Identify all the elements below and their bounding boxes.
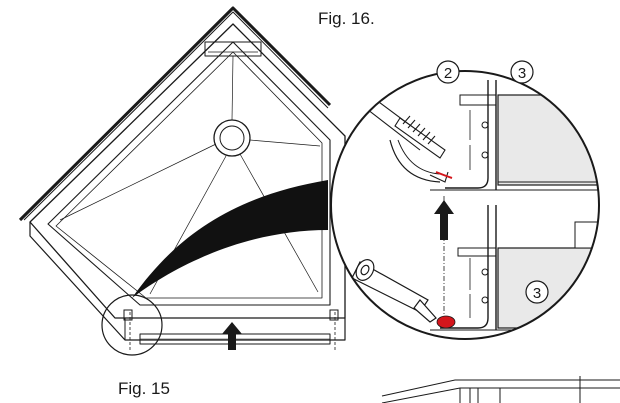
fig15-caption: Fig. 15 — [118, 379, 170, 398]
callout-2: 2 — [436, 60, 460, 84]
callout-3-top: 3 — [510, 60, 534, 84]
arrow-up-icon — [222, 322, 242, 350]
callout-3-bottom: 3 — [525, 280, 549, 304]
shower-tray — [18, 6, 346, 350]
detail-circle-large — [330, 70, 600, 340]
svg-text:3: 3 — [533, 285, 541, 302]
svg-text:3: 3 — [518, 65, 526, 82]
detail-view — [331, 71, 599, 339]
detail-circle-small — [101, 294, 163, 356]
partial-profile-drawing — [381, 376, 620, 403]
svg-text:2: 2 — [444, 65, 452, 82]
fig16-caption: Fig. 16. — [318, 9, 375, 28]
corner-fixing — [123, 309, 339, 321]
sealant-gun-icon — [351, 259, 437, 323]
arrow-up-icon — [434, 200, 454, 240]
magnifier-funnel — [132, 180, 328, 298]
sealant-bead — [436, 315, 456, 329]
drain-icon — [213, 119, 251, 157]
